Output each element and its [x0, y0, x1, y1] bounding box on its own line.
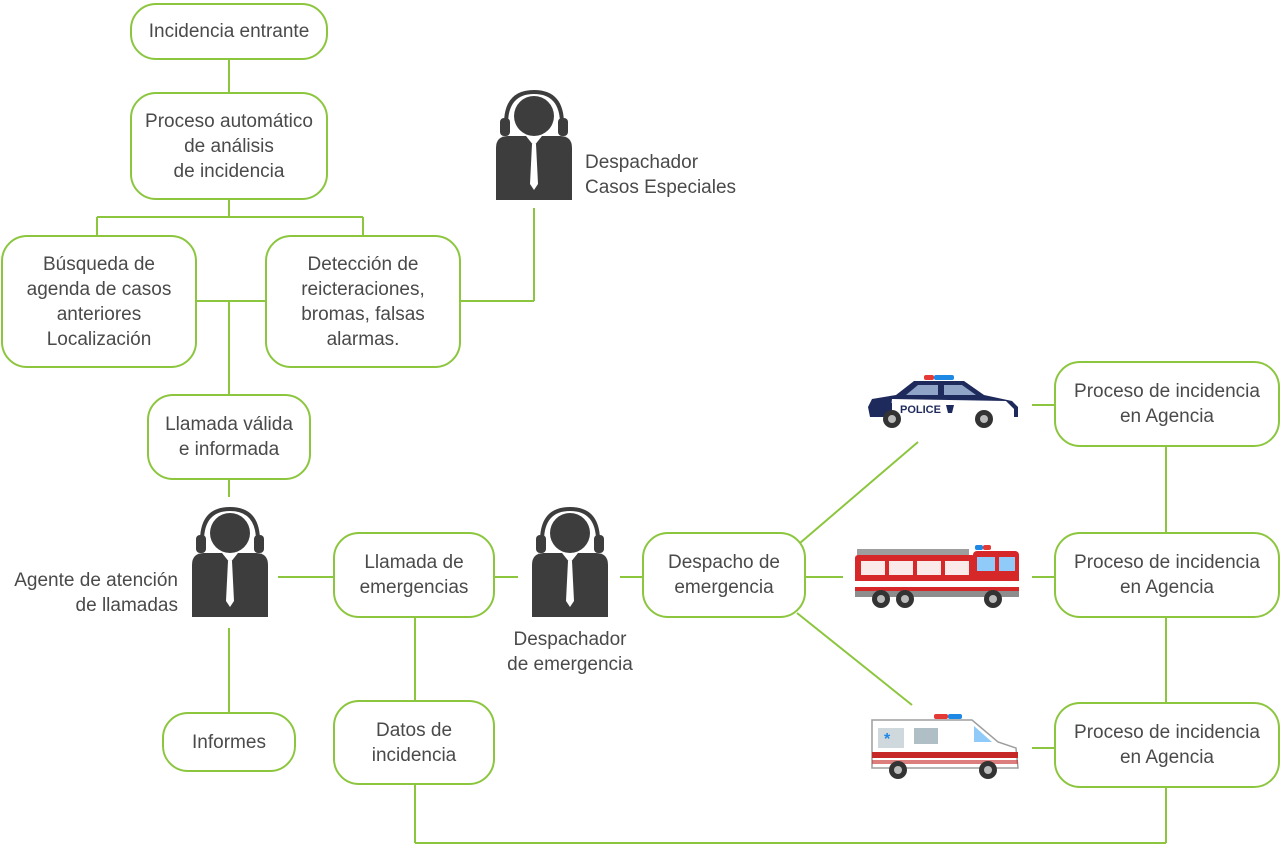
- node-search: Búsqueda de agenda de casos anteriores L…: [1, 235, 197, 368]
- special-dispatcher-label: Despachador Casos Especiales: [585, 152, 737, 198]
- ambulance-icon: *: [871, 714, 1019, 779]
- special-dispatcher-person-icon: [496, 89, 572, 200]
- emergency-dispatcher-person-icon: [532, 506, 608, 617]
- call-agent-person-icon: [192, 506, 268, 617]
- node-detection: Detección de reicteraciones, bromas, fal…: [265, 235, 461, 368]
- node-agency-3: Proceso de incidencia en Agencia: [1054, 702, 1280, 788]
- call-agent-label: Agente de atención de llamadas: [14, 570, 178, 616]
- emergency-dispatcher-label: Despachador de emergencia: [507, 629, 633, 675]
- police-car-icon: POLICE: [868, 375, 1018, 428]
- node-emergency-call: Llamada de emergencias: [333, 532, 495, 618]
- fire-truck-icon: [855, 545, 1019, 608]
- node-reports: Informes: [162, 712, 296, 772]
- node-agency-1: Proceso de incidencia en Agencia: [1054, 361, 1280, 447]
- svg-text:*: *: [884, 731, 891, 748]
- police-car-label: POLICE: [900, 404, 941, 416]
- node-incident-data: Datos de incidencia: [333, 700, 495, 785]
- node-incoming: Incidencia entrante: [130, 3, 328, 60]
- node-valid-call: Llamada válida e informada: [147, 394, 311, 480]
- node-auto-process: Proceso automático de análisis de incide…: [130, 92, 328, 200]
- node-agency-2: Proceso de incidencia en Agencia: [1054, 532, 1280, 618]
- node-dispatch: Despacho de emergencia: [642, 532, 806, 618]
